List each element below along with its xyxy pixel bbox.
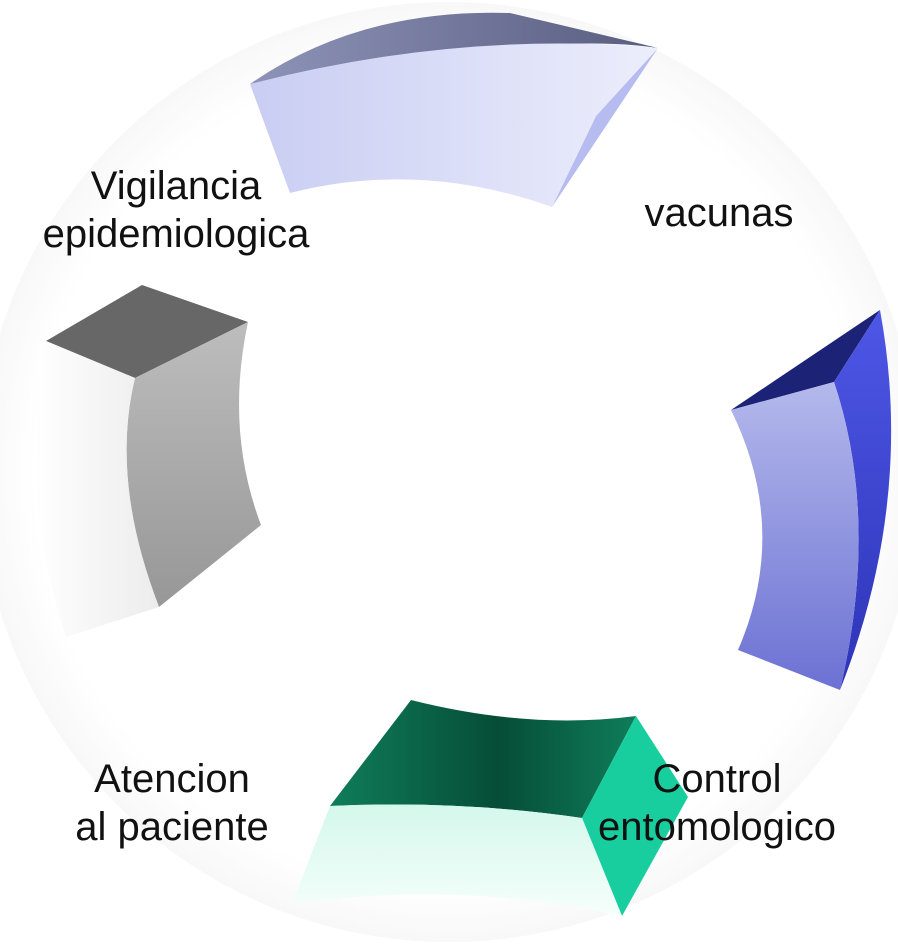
label-atencion-line-2: al paciente [75, 805, 269, 849]
segment-vigilancia-top-face [46, 285, 248, 378]
label-vacunas: vacunas [624, 189, 814, 237]
label-vacunas-line-1: vacunas [644, 191, 794, 235]
segment-vacunas-side-face [552, 48, 658, 207]
segment-control [731, 310, 892, 690]
segment-control-front-face [731, 382, 859, 690]
label-control-line-1: Control [652, 757, 782, 801]
segment-atencion-top-face [330, 700, 636, 818]
label-atencion: Atencion al paciente [42, 755, 302, 851]
segment-atencion [292, 700, 688, 916]
segment-atencion-front-face [292, 804, 622, 916]
segment-vacunas [250, 12, 658, 207]
label-vigilancia-line-1: Vigilancia [90, 164, 262, 208]
segment-vigilancia [34, 285, 262, 637]
segment-vigilancia-side-face [126, 322, 262, 607]
segment-control-side-face [834, 310, 892, 690]
segment-control-top-face [731, 310, 880, 410]
label-vigilancia: Vigilancia epidemiologica [0, 162, 352, 258]
label-vigilancia-line-2: epidemiologica [42, 212, 310, 256]
segment-atencion-side-face [582, 716, 688, 916]
segment-vigilancia-front-face [34, 341, 159, 637]
label-control: Control entomologico [572, 755, 862, 851]
segment-vacunas-front-face [250, 43, 658, 207]
label-control-line-2: entomologico [598, 805, 836, 849]
label-atencion-line-1: Atencion [94, 757, 250, 801]
